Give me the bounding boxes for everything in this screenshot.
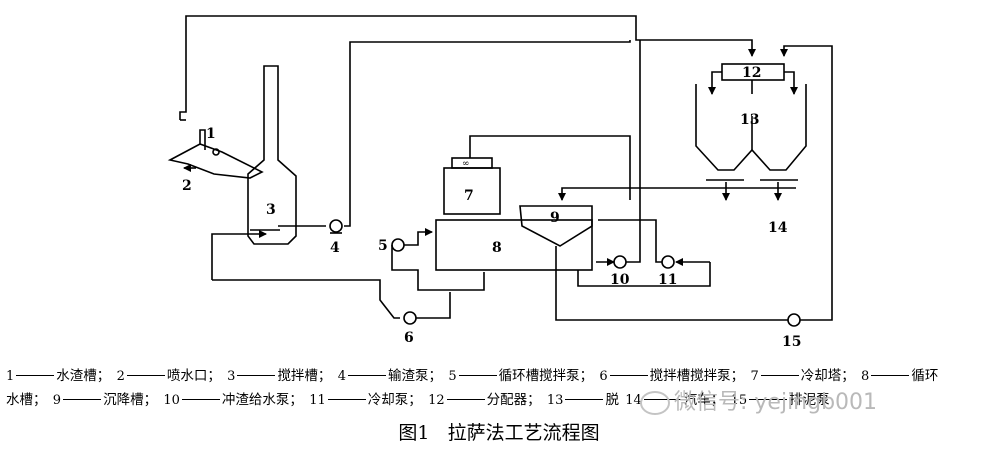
label-5: 5 — [378, 238, 388, 254]
slag-pump-pipe — [344, 40, 631, 227]
label-15: 15 — [782, 334, 801, 350]
mud-pump-pipe — [780, 45, 833, 321]
flush-pump-10 — [613, 255, 627, 269]
caption-prefix: 图 — [398, 422, 418, 444]
label-11: 11 — [658, 272, 677, 288]
label-10: 10 — [610, 272, 630, 288]
caption-number: 1 — [417, 422, 430, 444]
label-2: 2 — [182, 178, 192, 194]
label-9: 9 — [550, 210, 560, 226]
caption-title: 拉萨法工艺流程图 — [447, 422, 600, 444]
slag-pump-4 — [329, 219, 343, 233]
label-3: 3 — [266, 202, 276, 218]
watermark: 微信号: yejingb001 — [640, 384, 877, 416]
settling-tank — [519, 205, 593, 247]
mud-pump-15 — [787, 313, 801, 327]
label-14: 14 — [768, 220, 788, 236]
stir-pump-6 — [403, 311, 417, 325]
label-7: 7 — [464, 188, 474, 204]
process-flow-diagram: ∞ — [167, 15, 833, 350]
circulation-tank — [435, 219, 593, 271]
top-return-pipe — [179, 15, 756, 120]
label-4: 4 — [330, 240, 340, 256]
circ-stir-pump-5 — [391, 238, 405, 252]
stirring-tank-shape — [247, 65, 297, 245]
label-1: 1 — [206, 126, 216, 142]
cooling-pump-11 — [661, 255, 675, 269]
label-8: 8 — [492, 240, 502, 256]
wechat-icon — [640, 391, 670, 415]
slag-tank-shape — [167, 143, 264, 179]
label-13: 13 — [740, 112, 759, 128]
legend-item-8-cont: 水槽； — [6, 392, 47, 408]
svg-text:∞: ∞ — [462, 159, 470, 169]
figure-caption: 图1 拉萨法工艺流程图 — [0, 418, 998, 445]
label-12: 12 — [742, 65, 761, 81]
label-6: 6 — [404, 330, 414, 346]
